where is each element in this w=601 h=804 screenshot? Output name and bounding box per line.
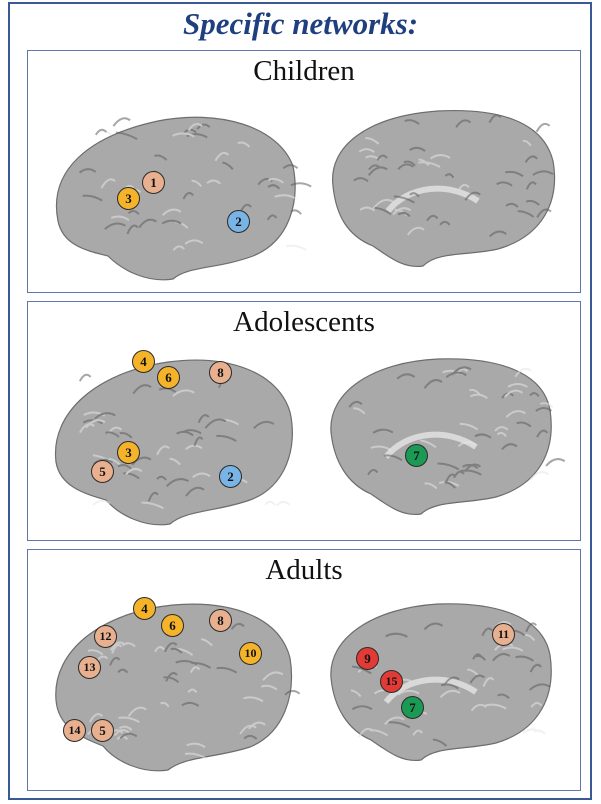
panel-title-adolescents: Adolescents <box>233 306 375 338</box>
region-marker: 10 <box>239 642 262 665</box>
region-marker: 3 <box>117 441 140 464</box>
region-marker: 4 <box>132 350 155 373</box>
region-marker: 13 <box>78 656 101 679</box>
brain-images-adults <box>55 603 552 772</box>
panel-adolescents: Adolescents 4 6 8 3 5 2 7 <box>27 301 581 541</box>
panel-adults: Adults 4 6 8 12 10 13 14 5 11 9 15 7 <box>27 549 581 791</box>
region-marker: 15 <box>380 670 403 693</box>
region-marker: 5 <box>91 460 114 483</box>
region-marker: 7 <box>401 696 424 719</box>
region-marker: 2 <box>219 465 242 488</box>
region-marker: 6 <box>157 366 180 389</box>
region-marker: 9 <box>356 647 379 670</box>
figure-title: Specific networks: <box>182 6 419 41</box>
region-marker: 4 <box>133 597 156 620</box>
region-marker: 8 <box>209 361 232 384</box>
region-marker: 6 <box>161 614 184 637</box>
region-marker: 5 <box>91 719 114 742</box>
lateral-brain-children <box>56 116 296 281</box>
region-marker: 11 <box>492 623 515 646</box>
panel-children: Children 1 3 2 <box>27 50 581 293</box>
region-marker: 14 <box>63 719 86 742</box>
region-marker: 12 <box>94 625 117 648</box>
region-marker: 3 <box>117 187 140 210</box>
region-marker: 2 <box>227 210 250 233</box>
panel-title-adults: Adults <box>265 554 343 586</box>
panel-title-children: Children <box>253 55 355 87</box>
region-marker: 1 <box>142 171 165 194</box>
region-marker: 8 <box>209 609 232 632</box>
region-marker: 7 <box>405 444 428 467</box>
brain-images-adolescents <box>54 358 566 526</box>
brain-images-children <box>56 109 556 281</box>
outer-frame <box>8 2 592 800</box>
